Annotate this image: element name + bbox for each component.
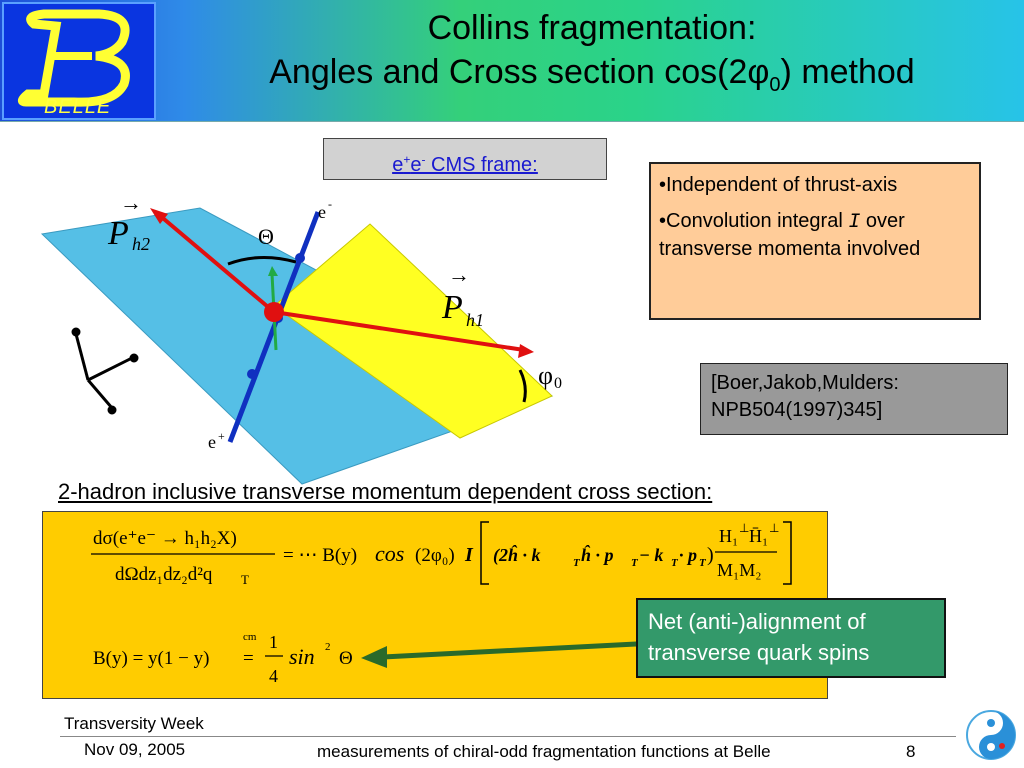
ph1-label: P — [441, 289, 463, 326]
reference-link[interactable]: NPB504(1997)345 — [711, 399, 877, 421]
ph2-sub: h2 — [132, 234, 150, 254]
beam-point-3 — [247, 369, 257, 379]
right-bracket — [783, 521, 792, 585]
cm-label: cm — [243, 631, 257, 643]
title-text-a: Angles and Cross section cos(2 — [269, 53, 748, 91]
eplus-sup: + — [218, 429, 225, 443]
bracket-close: ) — [707, 544, 714, 566]
eminus-label: e — [318, 202, 326, 222]
cos-function: cos — [375, 541, 404, 566]
footer-event: Transversity Week — [64, 714, 204, 733]
feature-item-1: •Independent of thrust-axis — [659, 174, 898, 196]
callout-arrow-line — [382, 641, 638, 660]
frac-four: 4 — [269, 666, 278, 686]
ph2-arrow-mark: → — [120, 190, 142, 215]
lhs-den-sub: T — [241, 572, 249, 587]
beam-point-1 — [295, 253, 305, 263]
h1bar-symbol: H̄₁ — [749, 526, 768, 546]
ph2-vector — [156, 212, 276, 314]
page-number: 8 — [906, 742, 916, 761]
h1-symbol: H₁ — [719, 526, 738, 546]
by-formula: B(y) = y(1 − y) — [93, 648, 209, 669]
t-sub-4: T — [699, 557, 707, 569]
feature-item-2-pre: •Convolution integral — [659, 210, 849, 232]
spin-arrow-icon — [268, 266, 278, 276]
slide-title-line1: Collins fragmentation: — [427, 9, 757, 47]
title-text-b: ) method — [780, 53, 915, 91]
ph2-arrow-icon — [150, 208, 168, 224]
cms-frame-link[interactable]: e+e- CMS frame: — [392, 152, 538, 176]
yin-yang-logo-icon — [966, 710, 1016, 760]
belle-b-icon — [18, 9, 130, 107]
axis-triad-icon — [71, 327, 139, 415]
eplus-label: e — [208, 432, 216, 452]
bracket-term-c: − k — [639, 545, 663, 565]
phi0-sub: 0 — [554, 375, 562, 392]
left-bracket — [480, 521, 489, 585]
eminus-sup: - — [328, 197, 332, 211]
lhs-numerator: dσ(e⁺e⁻ → h₁h₂X) — [93, 528, 237, 549]
mass-denominator: M₁M₂ — [717, 560, 762, 580]
title-phi: φ — [747, 53, 770, 91]
h1bar-perp: ⊥ — [769, 521, 779, 535]
cos-argument: (2φ₀) — [415, 545, 455, 566]
feature-item-2: •Convolution integral I over transverse … — [659, 208, 971, 262]
cms-frame-label: e+e- CMS frame: — [323, 138, 607, 180]
e-char-2: e — [410, 153, 422, 176]
frac-one: 1 — [269, 632, 278, 652]
hadron-plane — [273, 223, 553, 439]
belle-logo: BELLE — [2, 2, 156, 120]
title-phi-sub: 0 — [769, 73, 781, 96]
formula-svg: dσ(e⁺e⁻ → h₁h₂X) dΩdz₁dz₂d²q T = ⋯ B(y) … — [91, 521, 792, 686]
slide-title-line2: Angles and Cross section cos(2φ0) method — [160, 52, 1024, 105]
e-char-1: e — [392, 153, 404, 176]
minus-sup: - — [421, 152, 426, 166]
cross-section-heading: 2-hadron inclusive transverse momentum d… — [58, 479, 713, 504]
cms-frame-text: CMS frame: — [425, 153, 538, 176]
reference-line1: [Boer,Jakob,Mulders: — [711, 372, 899, 394]
t-sub-2: T — [631, 557, 639, 569]
bracket-term-b: ĥ · p — [581, 544, 614, 565]
feature-item-2-post: over transverse momenta involved — [659, 210, 921, 260]
slide-header: BELLE Collins fragmentation: Angles and … — [0, 0, 1024, 122]
footer-date: Nov 09, 2005 — [84, 740, 186, 759]
t-sub-1: T — [573, 557, 581, 569]
reference-line2: NPB504(1997)345] — [711, 397, 997, 424]
collins-angle-diagram: → P h2 → P h1 Θ φ 0 e - e + — [40, 190, 562, 485]
phi0-label: φ — [538, 361, 553, 390]
reference-box: [Boer,Jakob,Mulders: NPB504(1997)345] — [700, 363, 1008, 435]
sin-square: 2 — [325, 641, 331, 653]
by-theta: Θ — [339, 648, 353, 669]
formula-mid: = ⋯ B(y) — [283, 545, 357, 566]
by-equals: = — [243, 648, 254, 669]
h1-perp: ⊥ — [739, 521, 749, 535]
convolution-I: I — [464, 544, 474, 566]
t-sub-3: T — [671, 557, 679, 569]
sin-function: sin — [289, 644, 315, 669]
footer-divider — [60, 736, 956, 737]
ph1-sub: h1 — [466, 310, 484, 330]
ph2-label: P — [107, 215, 129, 252]
convolution-symbol: I — [848, 211, 861, 234]
reference-close: ] — [876, 399, 883, 421]
lhs-denominator: dΩdz₁dz₂d²q — [115, 564, 213, 585]
theta-label: Θ — [258, 224, 274, 249]
phi0-arc — [518, 369, 527, 403]
ph1-vector — [273, 310, 525, 352]
features-box: •Independent of thrust-axis •Convolution… — [649, 162, 981, 320]
plus-sup: + — [403, 152, 411, 166]
bracket-term-d: · p — [679, 545, 697, 565]
logo-text: BELLE — [44, 96, 112, 118]
ph1-arrow-icon — [518, 344, 534, 358]
ph1-arrow-mark: → — [448, 262, 470, 287]
interaction-point — [264, 302, 284, 322]
callout-arrow-icon — [361, 646, 387, 668]
footer-subject: measurements of chiral-odd fragmentation… — [317, 742, 771, 761]
bracket-term-a: (2ĥ · k — [493, 544, 541, 566]
spin-alignment-callout: Net (anti-)alignment of transverse quark… — [636, 598, 946, 678]
theta-arc — [227, 255, 297, 266]
